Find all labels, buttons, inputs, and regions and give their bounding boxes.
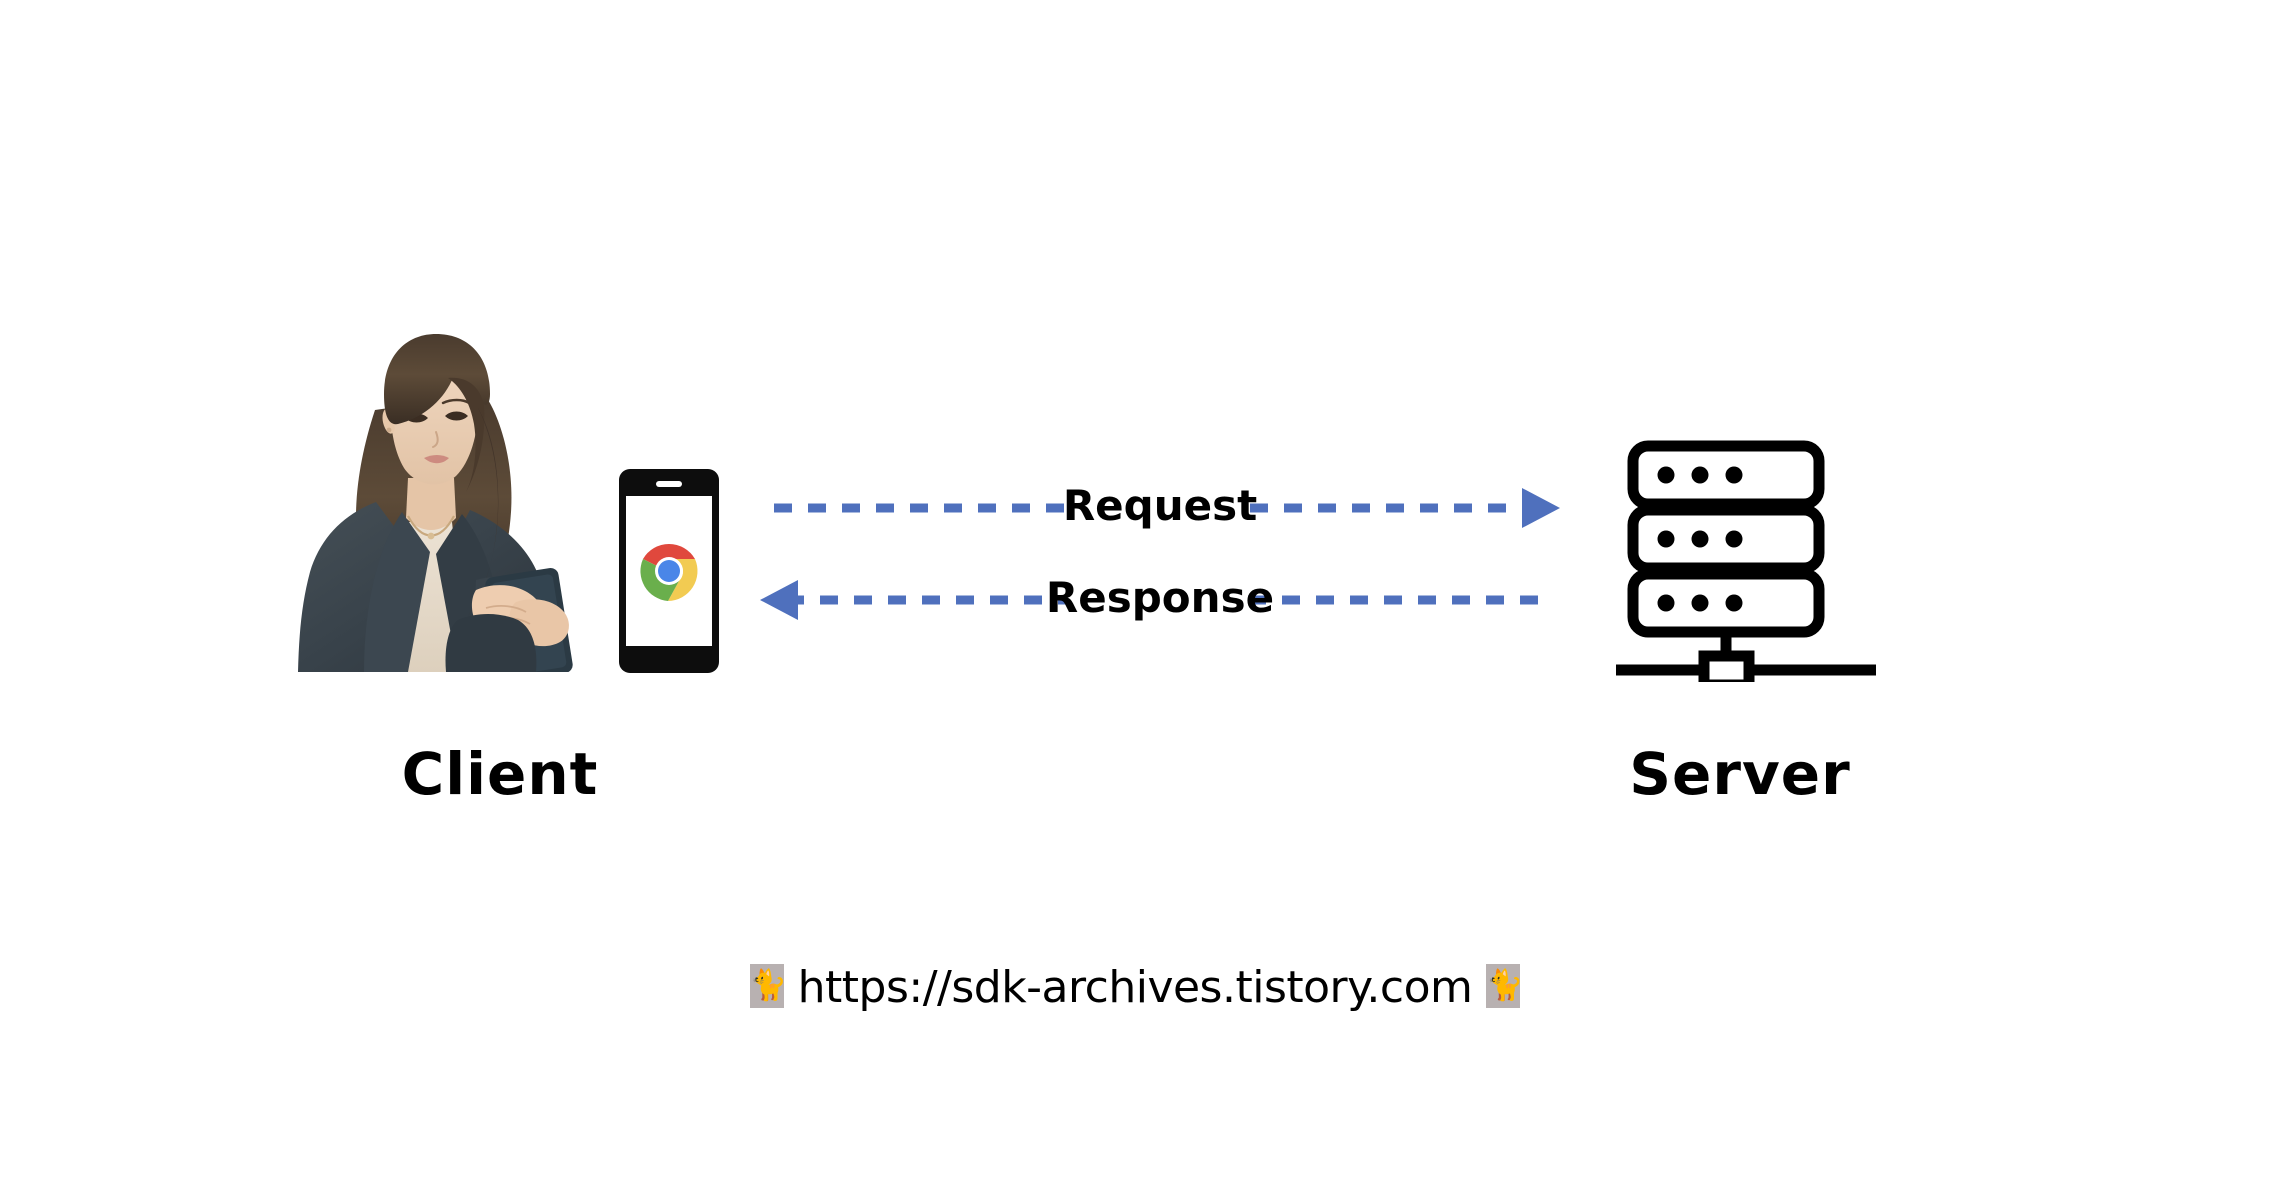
request-arrow (774, 488, 1560, 528)
cat-emoji-left: 🐈 (749, 964, 784, 1008)
cat-emoji-right: 🐈 (1486, 964, 1521, 1008)
request-label: Request (1062, 481, 1258, 530)
request-flow: Request (770, 478, 1560, 538)
chrome-logo-icon (639, 541, 699, 601)
client-node (280, 290, 720, 690)
response-arrow (760, 580, 1548, 620)
person-illustration (298, 334, 573, 672)
response-label: Response (1045, 573, 1275, 622)
server-label: Server (1629, 740, 1851, 808)
server-rack-icon (1616, 440, 1876, 682)
client-label: Client (401, 740, 599, 808)
blog-url-text: https://sdk-archives.tistory.com (797, 962, 1473, 1013)
smartphone-icon (619, 469, 719, 673)
footer-url: 🐈 https://sdk-archives.tistory.com 🐈 (0, 962, 2270, 1013)
response-flow: Response (760, 570, 1550, 630)
